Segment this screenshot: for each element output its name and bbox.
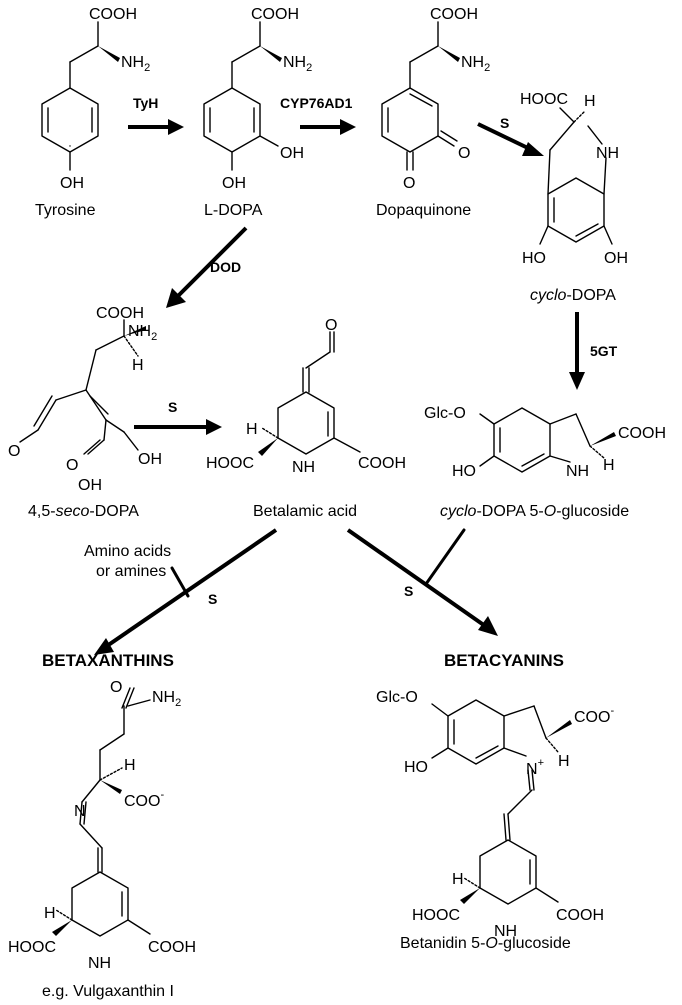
betanidin-h2: H — [452, 871, 464, 888]
amino-input-line — [170, 566, 190, 598]
dopaquinone-cooh: COOH — [430, 6, 478, 23]
betanidin-ho: HO — [404, 759, 428, 776]
glucoside-cooh: COOH — [618, 425, 666, 442]
vulgaxanthin-cooh: COOH — [148, 939, 196, 956]
betanidin-n: N+ — [526, 757, 544, 778]
betalamic-aldehyde-o: O — [325, 317, 337, 334]
glucoside-input-line — [424, 528, 466, 586]
cyclodopa-hooc: HOOC — [520, 91, 568, 108]
betanidin-structure: Glc-O COO- H N+ HO H HOOC COOH NH Betani… — [376, 689, 614, 952]
vulgaxanthin-label: e.g. Vulgaxanthin I — [42, 983, 174, 1000]
spont-label-1: S — [500, 115, 509, 131]
secodopa-carbonyl-o: O — [66, 457, 78, 474]
spont-arrow-cyclization — [477, 122, 533, 152]
secodopa-nh2: NH2 — [128, 323, 157, 343]
vulgaxanthin-hooc: HOOC — [8, 939, 56, 956]
secodopa-oh: OH — [138, 451, 162, 468]
tyrosine-structure: COOH NH2 OH Tyrosine — [35, 6, 150, 219]
spont-label-3: S — [208, 591, 217, 607]
secodopa-h: H — [132, 357, 144, 374]
dod-arrow — [174, 226, 248, 300]
secodopa-cooh: COOH — [96, 305, 144, 322]
ldopa-label: L-DOPA — [204, 202, 263, 219]
vulgaxanthin-nh2: NH2 — [152, 689, 181, 709]
betalamic-hooc: HOOC — [206, 455, 254, 472]
betalamic-acid-structure: O H HOOC COOH NH Betalamic acid — [206, 317, 406, 520]
betanidin-cooh: COOH — [556, 907, 604, 924]
dopaquinone-structure: COOH NH2 O O Dopaquinone — [376, 6, 490, 219]
tyrosine-label: Tyrosine — [35, 202, 96, 219]
cyclodopa-nh: NH — [596, 145, 619, 162]
betalamic-label: Betalamic acid — [253, 503, 357, 520]
ldopa-oh4: OH — [222, 175, 246, 192]
betanidin-glco: Glc-O — [376, 689, 418, 706]
betanidin-nh: NH — [494, 923, 517, 940]
secodopa-label: 4,5-seco-DOPA — [28, 503, 139, 520]
tyrosine-cooh: COOH — [89, 6, 137, 23]
betaxanthin-arrow — [102, 528, 278, 650]
spont-label-4: S — [404, 583, 413, 599]
cyclodopa-h: H — [584, 93, 596, 110]
betanidin-h: H — [558, 753, 570, 770]
cyp-enzyme: CYP76AD1 — [280, 95, 353, 111]
glucoside-glco: Glc-O — [424, 405, 466, 422]
ldopa-structure: COOH NH2 OH OH L-DOPA — [203, 6, 312, 219]
vulgaxanthin-coo: COO- — [124, 789, 164, 810]
tyrosine-nh2: NH2 — [121, 54, 150, 74]
cyclodopa-glucoside-structure: Glc-O COOH H NH HO cyclo-DOPA 5-O-glucos… — [424, 405, 666, 520]
glucoside-nh: NH — [566, 463, 589, 480]
glucoside-ho: HO — [452, 463, 476, 480]
dopaquinone-nh2: NH2 — [461, 54, 490, 74]
betalamic-nh: NH — [292, 459, 315, 476]
cyclodopa-structure: HOOC H NH HO OH cyclo-DOPA — [520, 91, 628, 304]
vulgaxanthin-n: N — [74, 803, 86, 820]
amino-acids-label: Amino acids — [84, 543, 171, 560]
tyh-enzyme: TyH — [133, 95, 158, 111]
glucoside-h: H — [603, 457, 615, 474]
ldopa-cooh: COOH — [251, 6, 299, 23]
secodopa-oh2: OH — [78, 477, 102, 494]
spont-label-2: S — [168, 399, 177, 415]
cyclodopa-label: cyclo-DOPA — [530, 287, 616, 304]
vulgaxanthin-h2: H — [44, 905, 56, 922]
dod-enzyme: DOD — [210, 259, 241, 275]
ldopa-oh3: OH — [280, 145, 304, 162]
vulgaxanthin-nh: NH — [88, 955, 111, 972]
vulgaxanthin-o: O — [110, 679, 122, 696]
cyclodopa-oh: OH — [604, 250, 628, 267]
betalamic-cooh: COOH — [358, 455, 406, 472]
betanidin-label: Betanidin 5-O-glucoside — [400, 935, 571, 952]
vulgaxanthin-h: H — [124, 757, 136, 774]
secodopa-aldehyde-o: O — [8, 443, 20, 460]
betanidin-hooc: HOOC — [412, 907, 460, 924]
dopaquinone-o4: O — [403, 175, 415, 192]
gt-enzyme: 5GT — [590, 343, 618, 359]
tyrosine-oh: OH — [60, 175, 84, 192]
secodopa-structure: COOH NH2 H O O OH OH 4,5-seco-DOPA — [8, 305, 162, 520]
dopaquinone-label: Dopaquinone — [376, 202, 471, 219]
betacyanins-heading: BETACYANINS — [444, 651, 564, 670]
dopaquinone-o3: O — [458, 145, 470, 162]
vulgaxanthin-structure: NH2 O H COO- N H HOOC COOH NH e.g. Vulga… — [8, 679, 196, 1000]
betalamic-h: H — [246, 421, 258, 438]
betacyanin-arrow — [346, 528, 490, 630]
betanidin-coo: COO- — [574, 705, 614, 726]
amines-label: or amines — [96, 563, 166, 580]
cyclodopa-ho: HO — [522, 250, 546, 267]
betaxanthins-heading: BETAXANTHINS — [42, 651, 174, 670]
ldopa-nh2: NH2 — [283, 54, 312, 74]
glucoside-label: cyclo-DOPA 5-O-glucoside — [440, 503, 629, 520]
